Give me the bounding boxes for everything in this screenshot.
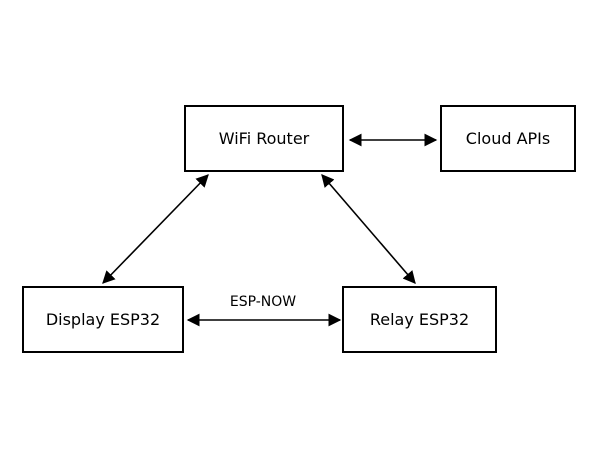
node-wifi-router-label: WiFi Router [218, 129, 310, 148]
node-wifi-router: WiFi Router [184, 105, 344, 172]
node-cloud-apis-label: Cloud APIs [465, 129, 551, 148]
edge-router-relay [321, 174, 416, 284]
node-display-esp32: Display ESP32 [22, 286, 184, 353]
node-cloud-apis: Cloud APIs [440, 105, 576, 172]
edge-router-display [102, 174, 209, 284]
node-relay-esp32: Relay ESP32 [342, 286, 497, 353]
node-relay-esp32-label: Relay ESP32 [369, 310, 470, 329]
edge-label-esp-now: ESP-NOW [229, 294, 297, 310]
node-display-esp32-label: Display ESP32 [45, 310, 161, 329]
